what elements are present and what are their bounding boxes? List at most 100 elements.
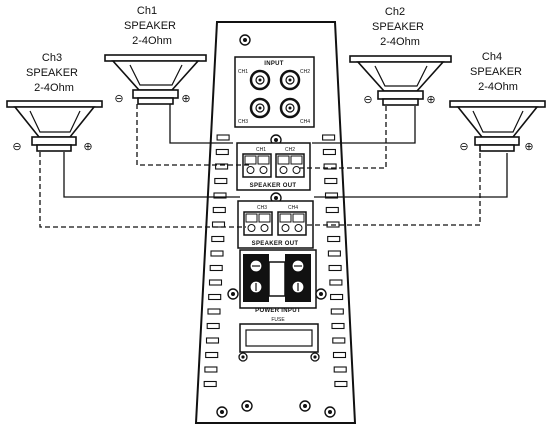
heatsink-slot <box>208 293 222 301</box>
speaker-out-ch-label: CH4 <box>288 205 298 211</box>
polarity-minus-icon: ⊖ <box>363 94 372 106</box>
wire-ch3-positive <box>63 152 240 198</box>
wire-ch4-negative <box>305 153 481 226</box>
terminal-slot <box>244 155 257 165</box>
heatsink-slot <box>213 192 227 199</box>
speaker-impedance-label: 2-4Ohm <box>478 81 518 93</box>
speaker-impedance-label: 2-4Ohm <box>132 35 172 47</box>
speaker-type-label: SPEAKER <box>372 21 424 33</box>
heatsink-slot <box>205 351 219 359</box>
heatsink-slot <box>330 308 344 315</box>
heatsink-slot <box>215 148 229 156</box>
input-section: INPUT CH1 CH2 CH3 CH4 <box>234 56 315 128</box>
power-terminal-screw-icon <box>291 259 305 273</box>
heatsink-slot <box>207 308 221 315</box>
heatsink-slots-right <box>322 134 348 388</box>
speaker-ch3: ⊖ ⊕ Ch3 SPEAKER 2-4Ohm <box>6 52 103 153</box>
heatsink-slot <box>328 264 342 272</box>
heatsink-slot <box>322 134 336 141</box>
polarity-plus-icon: ⊕ <box>524 141 533 153</box>
rca-jack-icon <box>279 69 301 91</box>
speaker-channel-label: Ch2 <box>385 6 405 18</box>
heatsink-slot <box>322 148 336 156</box>
speaker-ch2: ⊖ ⊕ Ch2 SPEAKER 2-4Ohm <box>349 6 452 106</box>
heatsink-slot <box>330 293 344 301</box>
heatsink-slot <box>327 250 341 257</box>
fuse-section: FUSE <box>239 317 319 353</box>
terminal-screw-icon <box>294 224 303 232</box>
input-ch-label: CH1 <box>238 69 248 75</box>
heatsink-slots-left <box>203 134 230 388</box>
polarity-minus-icon: ⊖ <box>114 93 123 105</box>
speaker-out-ch-label: CH2 <box>285 147 295 153</box>
heatsink-slot <box>334 380 348 388</box>
heatsink-slot <box>206 322 220 330</box>
speaker-out-section-2: CH3 CH4 SPEAKER OUT <box>237 200 314 249</box>
wire-ch3-negative <box>39 152 246 228</box>
speaker-ch1: ⊖ ⊕ Ch1 SPEAKER 2-4Ohm <box>104 5 207 105</box>
power-terminal-screw-icon <box>249 259 263 273</box>
speaker-ch4: ⊖ ⊕ Ch4 SPEAKER 2-4Ohm <box>449 51 546 153</box>
polarity-plus-icon: ⊕ <box>83 141 92 153</box>
terminal-screw-icon <box>279 166 288 174</box>
screw-icon <box>324 406 336 418</box>
power-terminal-screw-icon <box>249 280 263 294</box>
speaker-out-section-1: CH1 CH2 SPEAKER OUT <box>236 142 311 191</box>
heatsink-slot <box>208 279 223 286</box>
speaker-icon <box>6 100 103 152</box>
speaker-channel-label: Ch3 <box>42 52 62 64</box>
terminal-screw-icon <box>247 224 256 232</box>
screw-icon <box>310 352 320 362</box>
speaker-icon <box>104 54 207 105</box>
wiring <box>39 104 508 228</box>
speaker-type-label: SPEAKER <box>124 20 176 32</box>
rca-jack-icon <box>249 97 271 119</box>
heatsink-slot <box>323 163 337 170</box>
speaker-icon <box>449 100 546 152</box>
heatsink-slot <box>331 322 345 330</box>
screw-icon <box>315 288 327 300</box>
speaker-out-ch-label: CH1 <box>256 147 266 153</box>
speaker-out-ch-label: CH3 <box>257 205 267 211</box>
heatsink-slot <box>211 221 226 228</box>
terminal-screw-icon <box>259 166 268 174</box>
heatsink-slot <box>324 192 339 199</box>
heatsink-slot <box>324 177 338 185</box>
power-input-section: POWER INPUT <box>239 249 317 314</box>
screw-icon <box>241 400 253 412</box>
speaker-out-label: SPEAKER OUT <box>250 183 297 189</box>
terminal-slot <box>258 213 271 223</box>
polarity-plus-icon: ⊕ <box>181 93 190 105</box>
heatsink-slot <box>216 134 230 141</box>
terminal-screw-icon <box>281 224 290 232</box>
polarity-minus-icon: ⊖ <box>12 141 21 153</box>
speaker-type-label: SPEAKER <box>470 66 522 78</box>
heatsink-slot <box>329 279 343 286</box>
speaker-impedance-label: 2-4Ohm <box>34 82 74 94</box>
screw-icon <box>227 288 239 300</box>
heatsink-slot <box>214 177 228 185</box>
wire-ch1-positive <box>169 104 233 144</box>
wire-ch2-negative <box>300 106 387 169</box>
input-label: INPUT <box>264 61 284 67</box>
heatsink-slot <box>327 235 341 243</box>
wire-ch4-positive <box>314 153 508 198</box>
heatsink-slot <box>203 380 217 388</box>
terminal-screw-icon <box>246 166 255 174</box>
speaker-impedance-label: 2-4Ohm <box>380 36 420 48</box>
terminal-slot <box>279 213 292 223</box>
terminal-screw-icon <box>260 224 269 232</box>
screw-icon <box>299 400 311 412</box>
heatsink-slot <box>212 206 226 214</box>
screw-icon <box>239 34 251 46</box>
heatsink-slot <box>332 351 347 359</box>
speaker-channel-label: Ch1 <box>137 5 157 17</box>
speaker-channel-label: Ch4 <box>482 51 502 63</box>
polarity-minus-icon: ⊖ <box>459 141 468 153</box>
terminal-slot <box>290 155 303 165</box>
heatsink-slot <box>204 366 218 373</box>
power-terminal-screw-icon <box>291 280 305 294</box>
power-input-label: POWER INPUT <box>255 308 301 314</box>
screw-icon <box>216 406 228 418</box>
